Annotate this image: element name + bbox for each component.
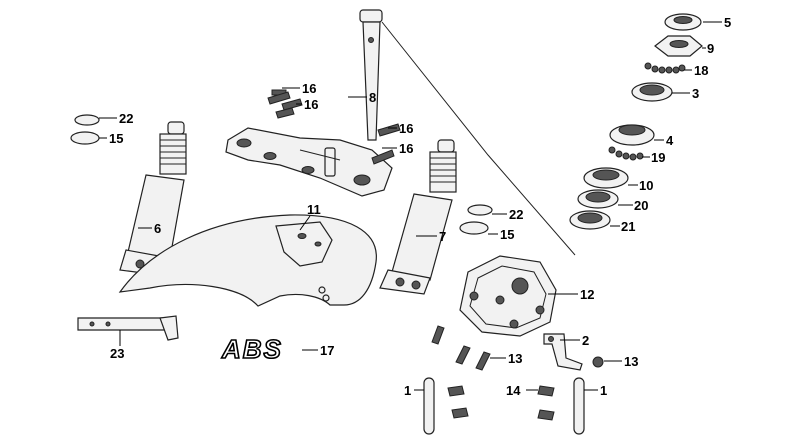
callout-22-right: 22	[509, 207, 523, 222]
callout-16-c: 16	[399, 121, 413, 136]
callout-21: 21	[621, 219, 635, 234]
strap-1-left	[423, 377, 435, 435]
callout-11: 11	[307, 202, 321, 217]
callout-labels: 5 9 18 3 4 19 10 20 21 16 16 16 16 8 22 …	[109, 15, 731, 398]
callout-22-left: 22	[119, 111, 133, 126]
callout-4: 4	[666, 133, 674, 148]
callout-23: 23	[110, 346, 124, 361]
abs-logo: ABS	[221, 334, 283, 364]
callout-15-left: 15	[109, 131, 123, 146]
callout-16-a: 16	[302, 81, 316, 96]
callout-20: 20	[634, 198, 648, 213]
leader-lines	[99, 21, 722, 391]
callout-16-b: 16	[304, 97, 318, 112]
callout-10: 10	[639, 178, 653, 193]
callout-13-left: 13	[508, 351, 522, 366]
front-fender-part	[118, 214, 377, 307]
bolt-14-group	[447, 385, 555, 421]
callout-1-right: 1	[600, 383, 607, 398]
bolt-16-group	[267, 89, 401, 165]
left-seals-part	[70, 114, 100, 145]
steering-stem-part	[225, 9, 393, 197]
strap-1-right	[573, 377, 585, 435]
callout-3: 3	[692, 86, 699, 101]
callout-7: 7	[439, 229, 446, 244]
callout-9: 9	[707, 41, 714, 56]
callout-2: 2	[582, 333, 589, 348]
right-seals-part	[459, 204, 493, 235]
callout-6: 6	[154, 221, 161, 236]
callout-18: 18	[694, 63, 708, 78]
callout-14: 14	[506, 383, 521, 398]
callout-12: 12	[580, 287, 594, 302]
callout-1-left: 1	[404, 383, 411, 398]
cover-plate-part	[459, 255, 557, 337]
bolt-13-group	[431, 325, 604, 371]
callout-8: 8	[369, 90, 376, 105]
bracket-2-part	[543, 333, 583, 371]
callout-15-right: 15	[500, 227, 514, 242]
callout-19: 19	[651, 150, 665, 165]
callout-17: 17	[320, 343, 334, 358]
assembly-guide-line	[381, 21, 576, 256]
right-fork-leg-part	[379, 139, 457, 295]
strip-23-part	[77, 315, 179, 341]
steering-bearing-stack	[569, 13, 703, 230]
callout-13-right: 13	[624, 354, 638, 369]
callout-5: 5	[724, 15, 731, 30]
callout-16-d: 16	[399, 141, 413, 156]
